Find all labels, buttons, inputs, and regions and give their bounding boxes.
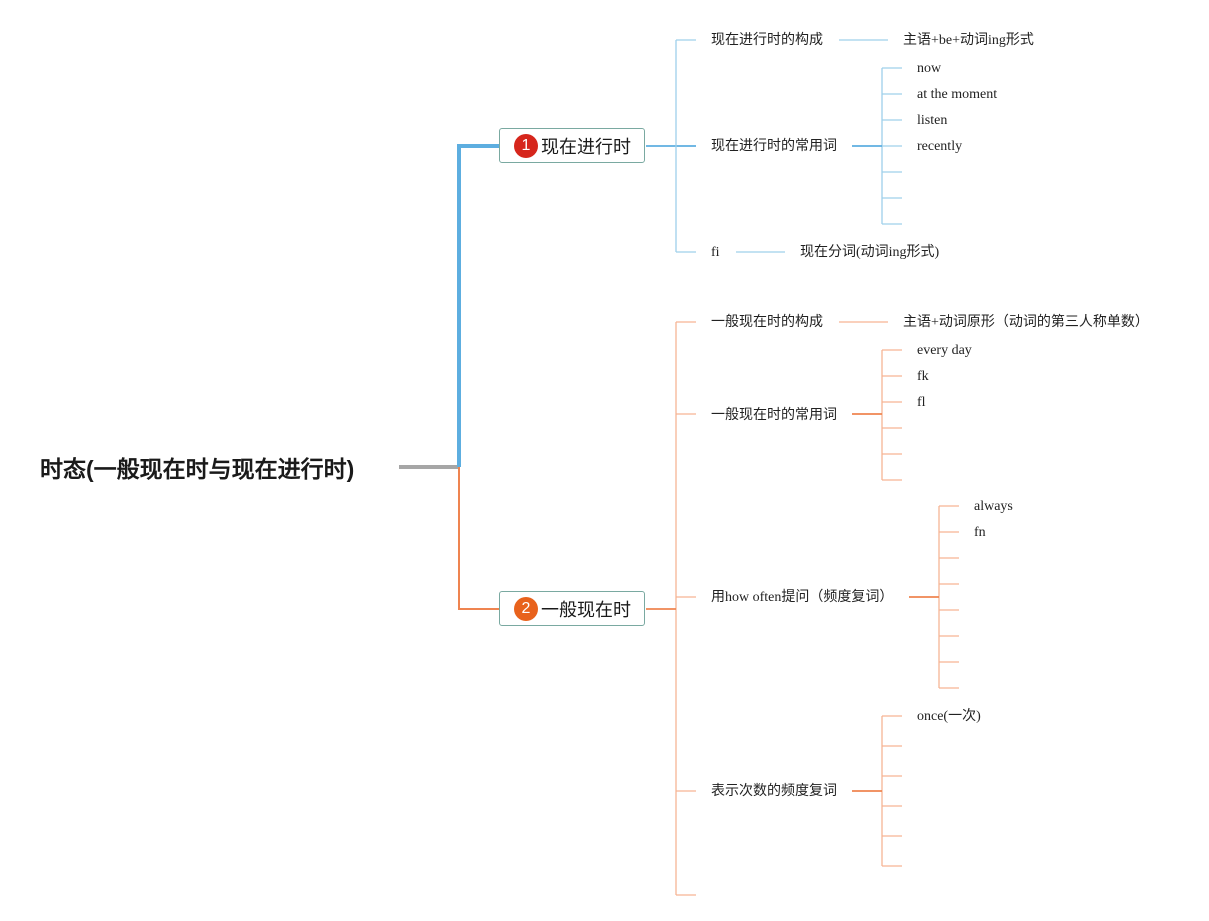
subtopic-common-words[interactable]: 一般现在时的常用词 [711,408,837,423]
subtopic-frequency-adverbs[interactable]: 表示次数的频度复词 [711,784,837,799]
list-item[interactable]: once(一次) [917,709,981,724]
list-item[interactable]: at the moment [917,87,998,102]
list-item[interactable]: fk [917,369,929,384]
list-item[interactable]: recently [917,139,963,154]
subtopic-common-words[interactable]: 现在进行时的常用词 [711,139,837,154]
list-item[interactable]: always [974,499,1013,514]
topic-label: 现在进行时 [541,136,631,157]
subtopic-how-often[interactable]: 用how often提问（频度复词） [711,590,894,605]
list-item[interactable]: every day [917,343,972,358]
list-item[interactable]: now [917,61,942,76]
number-1-badge-icon: 1 [514,133,538,158]
subtopic-construction-detail[interactable]: 主语+动词原形（动词的第三人称单数） [903,315,1149,330]
topic-present-continuous[interactable]: 1 现在进行时 [499,128,645,163]
subtopic-construction[interactable]: 一般现在时的构成 [711,315,823,330]
topic-simple-present[interactable]: 2 一般现在时 [499,591,645,626]
list-item[interactable]: fl [917,395,926,410]
topic-label: 一般现在时 [541,599,631,620]
root-topic[interactable]: 时态(一般现在时与现在进行时) [40,456,355,482]
list-item[interactable]: fn [974,525,986,540]
subtopic-fi[interactable]: fi [711,245,720,260]
number-2-badge-icon: 2 [514,596,538,621]
subtopic-fi-detail[interactable]: 现在分词(动词ing形式) [800,245,940,260]
subtopic-construction-detail[interactable]: 主语+be+动词ing形式 [903,33,1034,48]
list-item[interactable]: listen [917,113,948,128]
subtopic-construction[interactable]: 现在进行时的构成 [711,33,823,48]
